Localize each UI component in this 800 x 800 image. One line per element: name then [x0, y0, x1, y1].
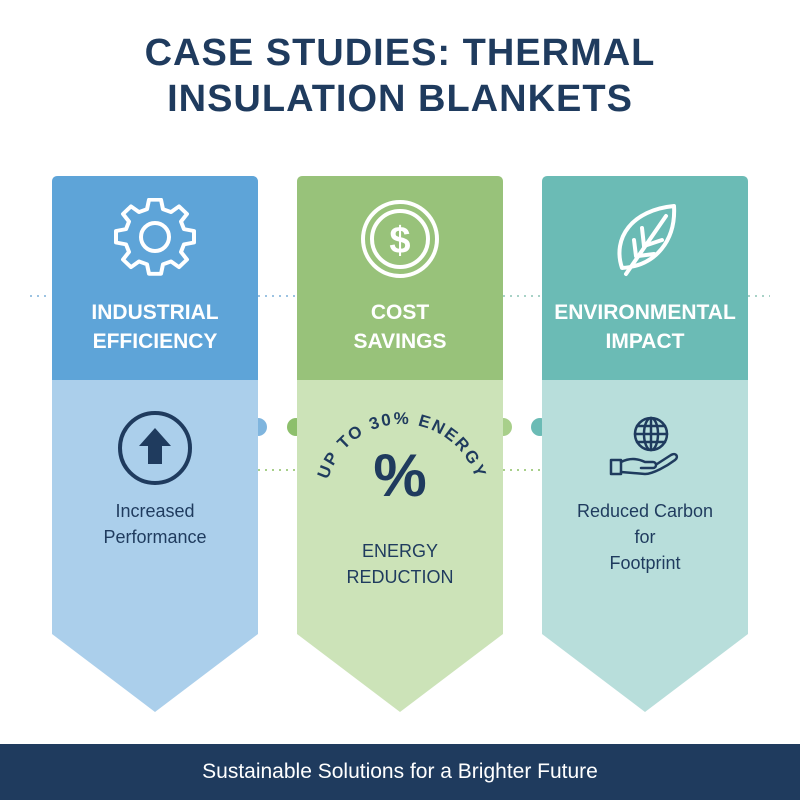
curved-energy-text: UP TO 30% ENERGY	[314, 409, 489, 481]
card-description: Reduced Carbon for Footprint	[542, 498, 748, 576]
card-cost-savings: $ COST SAVINGS UP TO 30% ENERGY % ENERGY…	[297, 176, 503, 712]
card-title-line-1: ENVIRONMENTAL	[554, 301, 736, 324]
card-text-line-2: for	[634, 527, 656, 547]
percent-icon: %	[373, 442, 427, 509]
card-text-line-2: Performance	[103, 527, 207, 547]
card-text-line-3: Footprint	[609, 553, 681, 573]
footer-banner: Sustainable Solutions for a Brighter Fut…	[0, 744, 800, 800]
card-title-line-2: IMPACT	[605, 330, 685, 353]
page-title: CASE STUDIES: THERMAL INSULATION BLANKET…	[0, 30, 800, 122]
footer-text: Sustainable Solutions for a Brighter Fut…	[202, 760, 598, 783]
card-title: COST SAVINGS	[297, 298, 503, 356]
card-description: ENERGY REDUCTION	[297, 538, 503, 590]
dollar-coin-icon: $	[297, 198, 503, 280]
card-shape	[297, 176, 503, 712]
title-line-1: CASE STUDIES: THERMAL	[144, 32, 656, 74]
card-title: INDUSTRIAL EFFICIENCY	[52, 298, 258, 356]
arrow-up-circle-icon	[52, 408, 258, 488]
card-description: Increased Performance	[52, 498, 258, 550]
leaf-icon	[542, 198, 748, 280]
card-title: ENVIRONMENTAL IMPACT	[542, 298, 748, 356]
card-title-line-1: INDUSTRIAL	[91, 301, 219, 324]
card-industrial-efficiency: INDUSTRIAL EFFICIENCY Increased Performa…	[52, 176, 258, 712]
card-text-line-1: ENERGY	[361, 541, 439, 561]
card-title-line-1: COST	[370, 301, 430, 324]
card-title-line-2: SAVINGS	[353, 330, 447, 353]
card-text-line-1: Increased	[115, 501, 195, 521]
card-text-line-2: REDUCTION	[346, 567, 454, 587]
card-environmental-impact: ENVIRONMENTAL IMPACT Reduced Carbon for …	[542, 176, 748, 712]
title-line-2: INSULATION BLANKETS	[167, 78, 633, 120]
gear-icon	[52, 198, 258, 280]
card-title-line-2: EFFICIENCY	[92, 330, 218, 353]
svg-text:$: $	[389, 220, 410, 262]
globe-hand-icon	[542, 408, 748, 488]
card-text-line-1: Reduced Carbon	[576, 501, 714, 521]
